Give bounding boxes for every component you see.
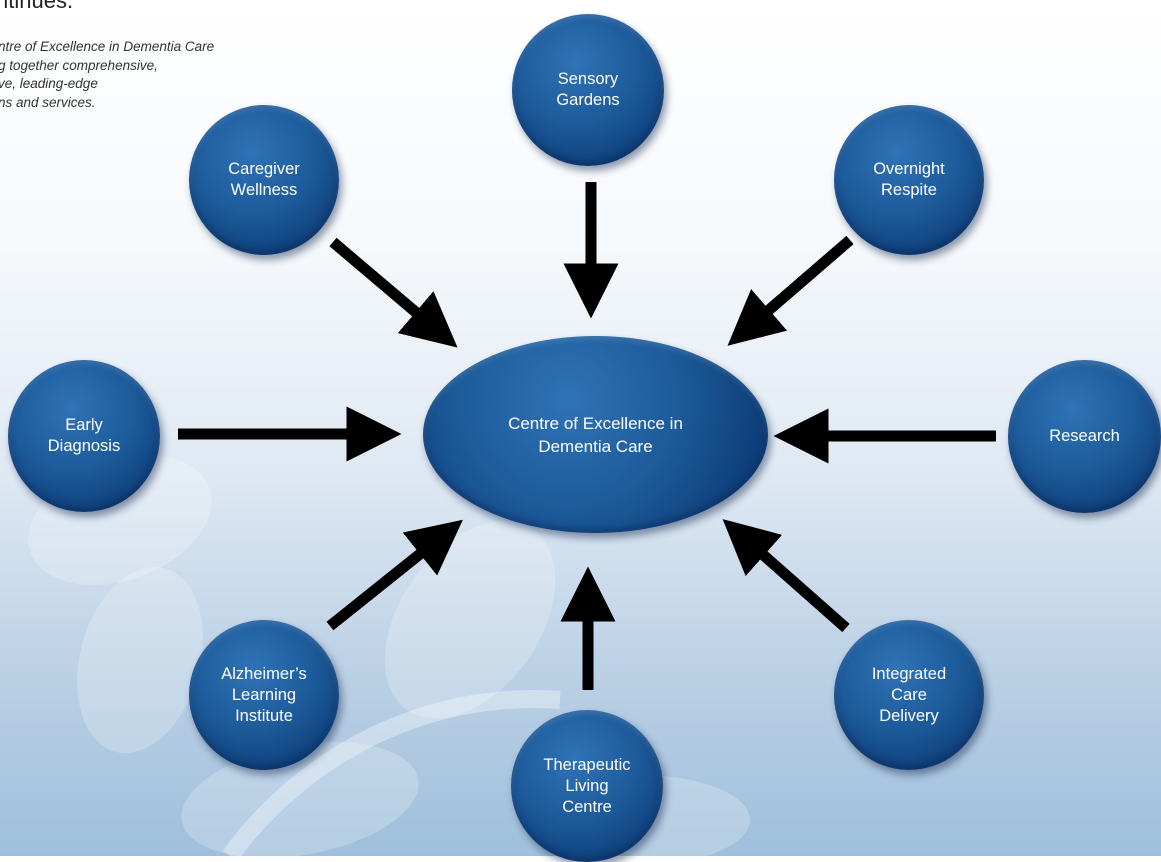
arrow-integrated-care (722, 519, 850, 633)
intro-text: ntre of Excellence in Dementia Care g to… (0, 39, 215, 110)
arrow-caregiver-wellness (329, 237, 458, 348)
center-node-label: Centre of Excellence in Dementia Care (508, 413, 683, 456)
node-integrated-care-label: Integrated Care Delivery (871, 664, 947, 725)
node-research-label: Research (1049, 427, 1120, 445)
node-sensory-gardens-label: Sensory Gardens (556, 70, 620, 109)
node-alzheimers-learning: Alzheimer’s Learning Institute (189, 620, 339, 770)
node-caregiver-wellness: Caregiver Wellness (189, 105, 339, 255)
node-therapeutic-living: Therapeutic Living Centre (511, 710, 663, 862)
node-therapeutic-living-label: Therapeutic Living Centre (543, 755, 631, 816)
node-overnight-respite-label: Overnight Respite (873, 160, 945, 199)
arrow-alzheimers-learning (326, 519, 463, 631)
node-sensory-gardens: Sensory Gardens (512, 14, 664, 166)
node-research: Research (1008, 360, 1161, 513)
node-alzheimers-learning-label: Alzheimer’s Learning Institute (221, 664, 307, 725)
node-early-diagnosis-label: Early Diagnosis (47, 416, 121, 455)
arrow-overnight-respite (727, 235, 854, 346)
node-integrated-care: Integrated Care Delivery (834, 620, 984, 770)
center-node: Centre of Excellence in Dementia Care (423, 336, 768, 533)
node-early-diagnosis: Early Diagnosis (8, 360, 160, 512)
node-overnight-respite: Overnight Respite (834, 105, 984, 255)
intro-title: ntinues. (0, 0, 74, 13)
node-caregiver-wellness-label: Caregiver Wellness (228, 160, 300, 199)
